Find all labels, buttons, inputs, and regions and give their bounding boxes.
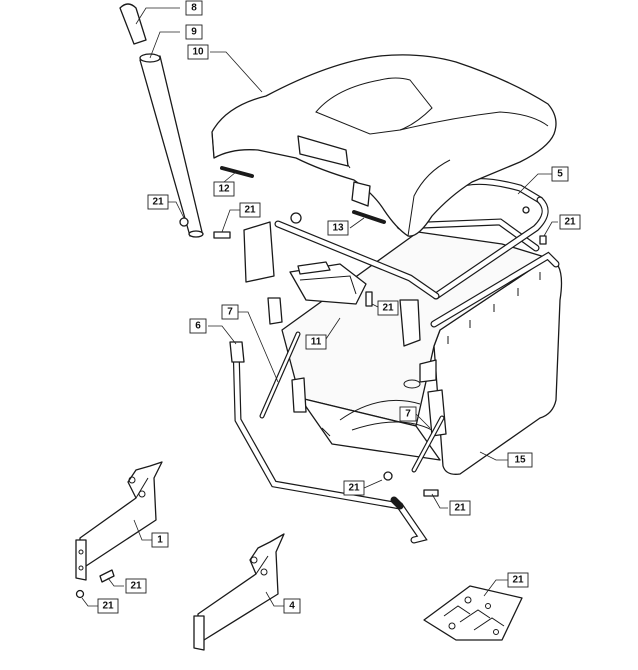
callout-4: 4 bbox=[283, 598, 301, 614]
svg-text:21: 21 bbox=[348, 483, 360, 494]
callout-10: 10 bbox=[187, 44, 209, 60]
svg-text:9: 9 bbox=[191, 27, 197, 38]
svg-text:13: 13 bbox=[332, 223, 344, 234]
callout-9: 9 bbox=[185, 24, 203, 40]
svg-text:8: 8 bbox=[191, 3, 197, 14]
svg-text:1: 1 bbox=[157, 535, 163, 546]
svg-text:15: 15 bbox=[514, 455, 526, 466]
callout-6: 6 bbox=[189, 318, 207, 334]
callout-8: 8 bbox=[185, 0, 203, 16]
leader-lines bbox=[81, 7, 558, 607]
part-hardware-bag bbox=[423, 585, 523, 641]
part-bracket-right bbox=[193, 533, 285, 651]
svg-text:12: 12 bbox=[218, 184, 230, 195]
svg-text:11: 11 bbox=[311, 337, 322, 348]
svg-text:21: 21 bbox=[102, 601, 114, 612]
svg-text:21: 21 bbox=[152, 197, 164, 208]
callout-21-i: 21 bbox=[507, 572, 529, 588]
svg-text:21: 21 bbox=[512, 575, 524, 586]
callout-5: 5 bbox=[551, 166, 569, 182]
svg-text:21: 21 bbox=[244, 205, 256, 216]
part-top-lid bbox=[211, 54, 557, 237]
svg-text:21: 21 bbox=[130, 581, 142, 592]
callout-7-a: 7 bbox=[221, 304, 239, 320]
svg-text:7: 7 bbox=[405, 409, 411, 420]
svg-text:4: 4 bbox=[289, 601, 295, 612]
callout-21-g: 21 bbox=[125, 578, 147, 594]
svg-text:21: 21 bbox=[564, 217, 576, 228]
callout-21-e: 21 bbox=[343, 480, 365, 496]
part-struts bbox=[259, 331, 445, 473]
svg-text:6: 6 bbox=[195, 321, 201, 332]
svg-text:21: 21 bbox=[382, 303, 394, 314]
callout-1: 1 bbox=[151, 532, 169, 548]
callout-21-b: 21 bbox=[239, 202, 261, 218]
callout-15: 15 bbox=[507, 452, 533, 468]
svg-text:10: 10 bbox=[192, 47, 204, 58]
part-fasteners bbox=[75, 217, 547, 599]
callout-21-a: 21 bbox=[147, 194, 169, 210]
callout-21-c: 21 bbox=[559, 214, 581, 230]
callout-21-h: 21 bbox=[97, 598, 119, 614]
part-latch bbox=[289, 261, 367, 305]
part-lower-frame bbox=[229, 341, 428, 544]
callout-11: 11 bbox=[305, 334, 327, 350]
svg-text:7: 7 bbox=[227, 307, 233, 318]
svg-text:21: 21 bbox=[454, 503, 466, 514]
callout-21-f: 21 bbox=[449, 500, 471, 516]
callout-7-b: 7 bbox=[399, 406, 417, 422]
callout-13: 13 bbox=[327, 220, 349, 236]
callout-12: 12 bbox=[213, 181, 235, 197]
callout-21-d: 21 bbox=[377, 300, 399, 316]
part-bracket-left bbox=[75, 461, 163, 581]
part-left-frame bbox=[243, 221, 447, 437]
part-handle-tube bbox=[119, 3, 204, 238]
part-pins bbox=[220, 166, 386, 224]
svg-text:5: 5 bbox=[557, 169, 563, 180]
